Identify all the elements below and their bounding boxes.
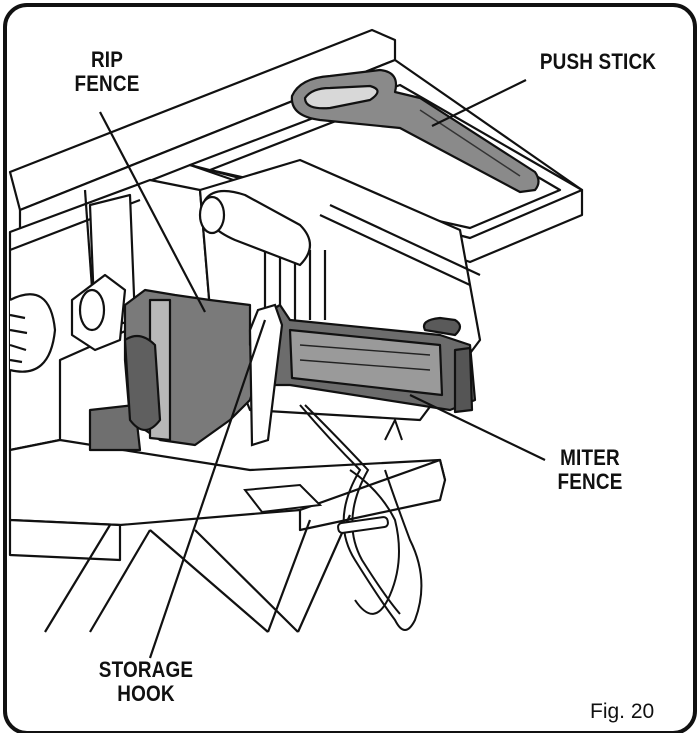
leader-push-stick — [431, 79, 527, 127]
rip-fence-callout-line1: RIP — [90, 47, 124, 72]
storage-hook-callout: STORAGE HOOK — [86, 658, 206, 706]
leader-storage-hook — [148, 319, 267, 659]
power-cord — [299, 404, 423, 631]
figure-number: Fig. 20 — [590, 700, 655, 723]
table-top — [8, 28, 397, 212]
miter-fence — [256, 303, 477, 414]
rip-fence-callout-line2: FENCE — [74, 71, 140, 96]
push-stick-callout: PUSH STICK — [521, 50, 676, 74]
storage-hook-callout-line1: STORAGE — [98, 657, 194, 682]
stand-legs — [44, 514, 352, 633]
push-stick-callout-line1: PUSH STICK — [539, 49, 657, 74]
callout-leaders — [99, 79, 546, 659]
miter-fence-callout-line2: FENCE — [557, 469, 623, 494]
push-stick — [290, 68, 540, 194]
miter-fence-callout-line1: MITER — [560, 445, 620, 470]
rip-fence-callout: RIP FENCE — [60, 48, 155, 96]
miter-fence-callout: MITER FENCE — [538, 446, 641, 494]
rip-fence — [88, 288, 267, 452]
cord-tie — [337, 516, 389, 534]
leader-rip-fence — [99, 111, 206, 313]
storage-hook-callout-line2: HOOK — [117, 681, 175, 706]
leader-miter-fence — [409, 394, 546, 461]
